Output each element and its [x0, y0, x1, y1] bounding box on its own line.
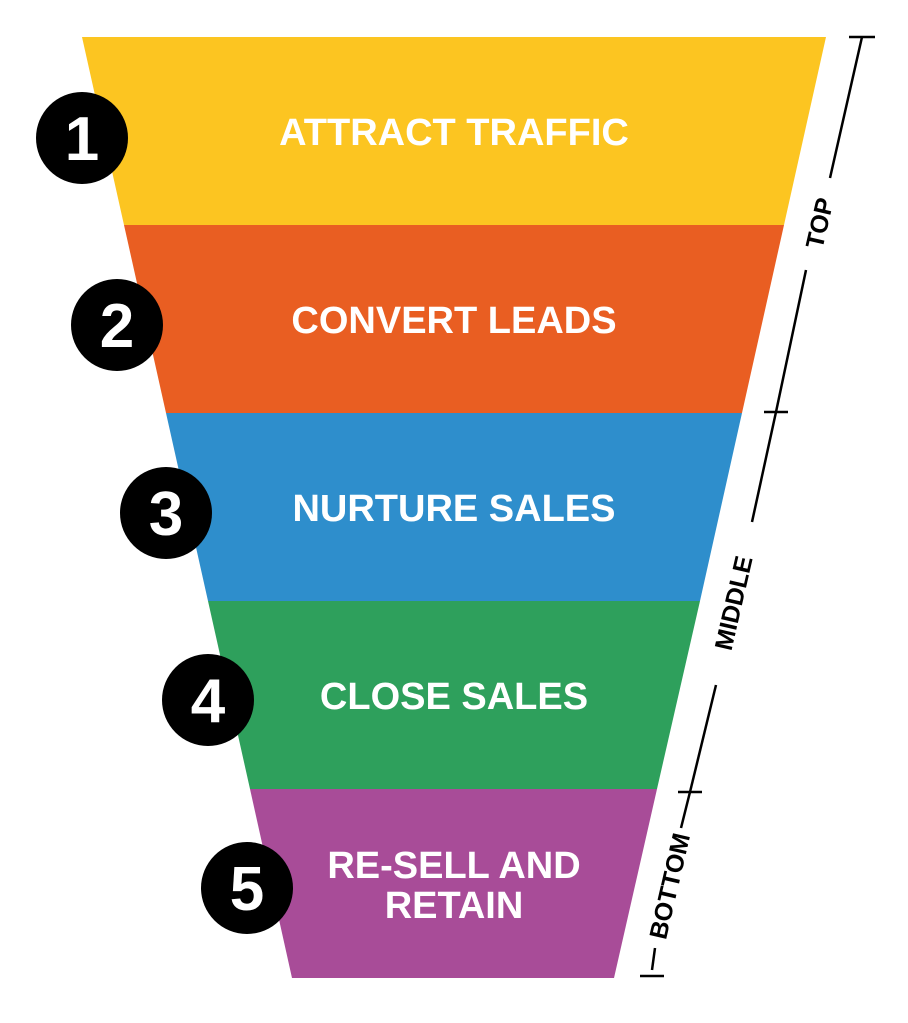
funnel-band-resell-retain: [250, 789, 657, 978]
stage-label-convert-leads: CONVERT LEADS: [291, 300, 616, 342]
stage-label-resell-line2: RETAIN: [385, 885, 524, 927]
stage-number: 4: [191, 667, 226, 736]
segment-label-middle: MIDDLE: [710, 553, 759, 653]
stage-label-resell-line1: RE-SELL AND: [327, 845, 580, 887]
stage-label-attract-traffic: ATTRACT TRAFFIC: [279, 112, 629, 154]
stage-number-badge-1: 1: [36, 92, 128, 184]
stage-number: 2: [100, 292, 134, 361]
segment-label-bottom: BOTTOM: [644, 830, 696, 941]
funnel-band-convert-leads: [124, 225, 784, 413]
stage-number-badge-3: 3: [120, 467, 212, 559]
funnel-band-nurture-sales: [166, 413, 742, 601]
funnel-band-attract-traffic: [82, 37, 826, 225]
segment-label-top: TOP: [801, 195, 840, 251]
stage-number: 1: [65, 105, 99, 174]
stage-number-badge-5: 5: [201, 842, 293, 934]
funnel-band-close-sales: [208, 601, 700, 789]
stage-number-badge-2: 2: [71, 279, 163, 371]
stage-number: 3: [149, 480, 183, 549]
stage-number-badge-4: 4: [162, 654, 254, 746]
stage-label-close-sales: CLOSE SALES: [320, 676, 588, 718]
funnel-segment-bracket: [640, 35, 875, 978]
stage-label-nurture-sales: NURTURE SALES: [292, 488, 615, 530]
stage-number: 5: [230, 855, 264, 924]
